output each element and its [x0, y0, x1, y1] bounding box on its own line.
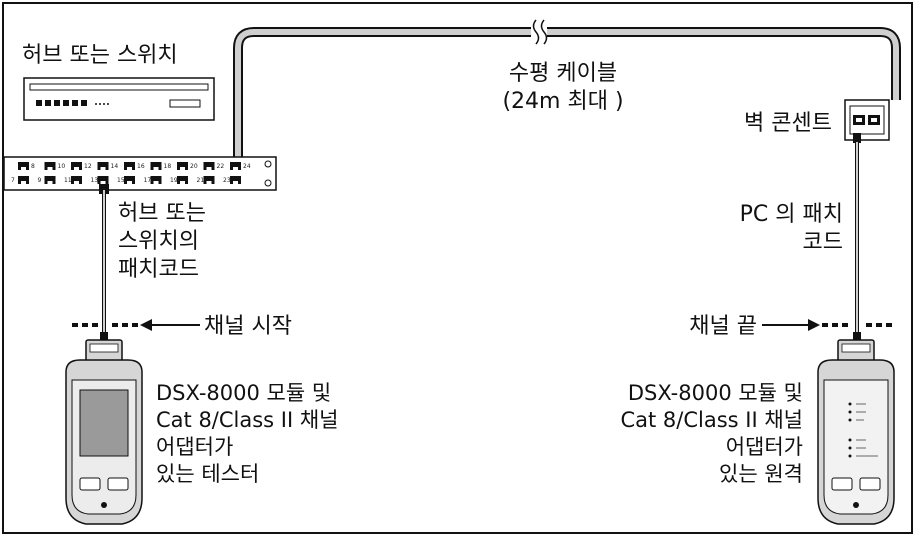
patch-panel-port: 9: [38, 176, 56, 184]
patch-panel-port-number: 9: [38, 177, 42, 184]
patch-panel-port-number: 12: [84, 163, 92, 170]
patch-panel-port: 24: [230, 162, 251, 170]
hub-patch-label-line2: 스위치의: [118, 229, 199, 254]
tester-label-line1: DSX-8000 모듈 및: [156, 381, 331, 405]
patch-panel-port-number: 8: [31, 163, 35, 170]
patch-panel-port-number: 14: [111, 163, 119, 170]
patch-panel-port-number: 15: [117, 177, 125, 184]
tester-label-line2: Cat 8/Class II 채널: [156, 408, 339, 432]
remote-label-line3: 어댑터가: [726, 435, 803, 459]
pc-patch-label-line1: PC 의 패치: [740, 202, 843, 227]
patch-panel-port: 15: [117, 176, 135, 184]
channel-end-label: 채널 끝: [689, 314, 757, 339]
wall-outlet: [844, 99, 890, 141]
remote-device: [817, 339, 895, 525]
patch-panel-port: 20: [177, 162, 198, 170]
patch-panel-port: 10: [44, 162, 66, 170]
patch-panel-port-number: 20: [190, 163, 198, 170]
patch-panel-port: 11: [64, 176, 82, 184]
patch-panel-port-number: 13: [91, 177, 99, 184]
patch-panel-port: 7: [11, 176, 29, 184]
patch-panel-port-number: 24: [243, 163, 251, 170]
tester-label-line4: 있는 테스터: [156, 462, 259, 486]
horizontal-cable: [233, 27, 901, 160]
patch-panel-port: 14: [97, 162, 119, 170]
hub-patch-label-line1: 허브 또는: [118, 201, 206, 226]
patch-panel-port: 18: [150, 162, 172, 170]
remote-label-line1: DSX-8000 모듈 및: [628, 381, 803, 405]
remote-label-line2: Cat 8/Class II 채널: [620, 408, 803, 432]
channel-end-marker: [822, 323, 892, 327]
patch-panel: 8 10 12 14 16 18 20 22 24 7 9 11 13 15 17 19 21 23: [3, 156, 277, 191]
patch-panel-port: 19: [170, 176, 188, 184]
patch-panel-port-number: 7: [11, 177, 15, 184]
patch-panel-port-number: 19: [170, 177, 178, 184]
patch-panel-port-number: 16: [137, 163, 145, 170]
patch-panel-port: 22: [203, 162, 225, 170]
hub-switch-title: 허브 또는 스위치: [22, 43, 178, 68]
patch-panel-port: 17: [144, 176, 162, 184]
pc-patch-label-line2: 코드: [803, 230, 843, 255]
patch-panel-port-number: 18: [164, 163, 172, 170]
patch-panel-port-number: 23: [223, 177, 231, 184]
patch-panel-port: 13: [91, 176, 109, 184]
pc-patch-cord: [853, 133, 861, 342]
patch-panel-port: 12: [71, 162, 92, 170]
hub-switch-device: [23, 77, 215, 121]
tester-device: [65, 339, 143, 525]
patch-panel-port-number: 22: [217, 163, 225, 170]
patch-panel-port-number: 21: [197, 177, 205, 184]
patch-panel-port: 21: [197, 176, 215, 184]
hub-patch-cord: [99, 184, 109, 342]
patch-panel-port-number: 17: [144, 177, 152, 184]
hub-patch-label-line3: 패치코드: [118, 257, 199, 282]
tester-label-line3: 어댑터가: [156, 435, 233, 459]
channel-end-arrow: [762, 319, 820, 331]
channel-start-label: 채널 시작: [204, 314, 292, 339]
channel-start-marker: [72, 323, 138, 327]
patch-panel-port: 8: [18, 162, 35, 170]
patch-panel-port-number: 10: [58, 163, 66, 170]
patch-panel-port: 23: [223, 176, 241, 184]
cable-break-symbol: [531, 19, 548, 45]
horizontal-cable-label-line1: 수평 케이블: [509, 61, 617, 86]
wall-outlet-label: 벽 콘센트: [744, 111, 832, 136]
patch-panel-port: 16: [124, 162, 145, 170]
channel-start-arrow: [140, 319, 200, 331]
horizontal-cable-label-line2: (24m 최대 ): [502, 89, 623, 114]
patch-panel-port-number: 11: [64, 177, 72, 184]
remote-label-line4: 있는 원격: [719, 462, 803, 486]
